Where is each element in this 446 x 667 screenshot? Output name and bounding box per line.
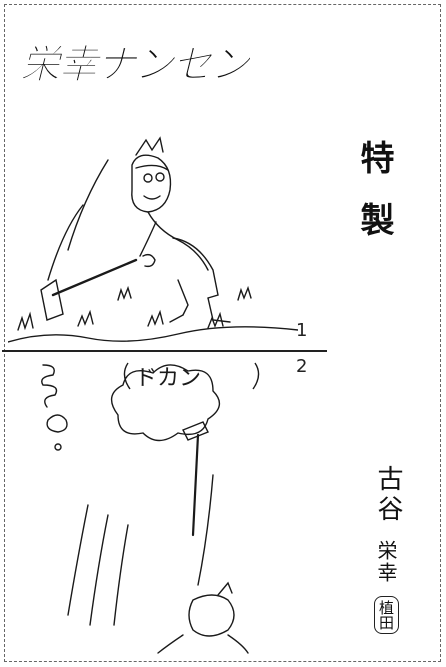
hoe-handle <box>51 258 138 297</box>
flying-hoe-blade <box>182 421 209 441</box>
panel-number-2: 2 <box>296 356 308 377</box>
panel-divider <box>2 350 327 352</box>
impact-cloud <box>110 364 221 442</box>
author-note: 植田 <box>374 596 399 634</box>
page-border <box>4 4 441 662</box>
sound-effect-text: ドカン <box>135 366 201 391</box>
author-given-name: 栄幸 <box>374 540 398 584</box>
panel-number-1: 1 <box>296 320 308 341</box>
sound-effect: ドカン <box>123 362 260 391</box>
comic-title-text: 栄幸ナンセンス <box>20 41 250 88</box>
falling-man-head <box>188 594 235 637</box>
special-label: 特製 <box>354 140 394 264</box>
flying-hoe-handle <box>191 433 200 537</box>
comic-title: 栄幸ナンセンス <box>20 41 250 89</box>
hair-tuft <box>135 136 164 156</box>
panel-2-illustration <box>41 364 249 654</box>
man-head <box>131 154 172 213</box>
dizzy-swirl <box>41 364 58 408</box>
author-surname: 古谷 <box>373 465 403 525</box>
man-body <box>147 211 209 271</box>
ground-line <box>8 326 298 343</box>
hoe-blade <box>40 278 64 321</box>
panel-1-illustration <box>8 136 298 343</box>
